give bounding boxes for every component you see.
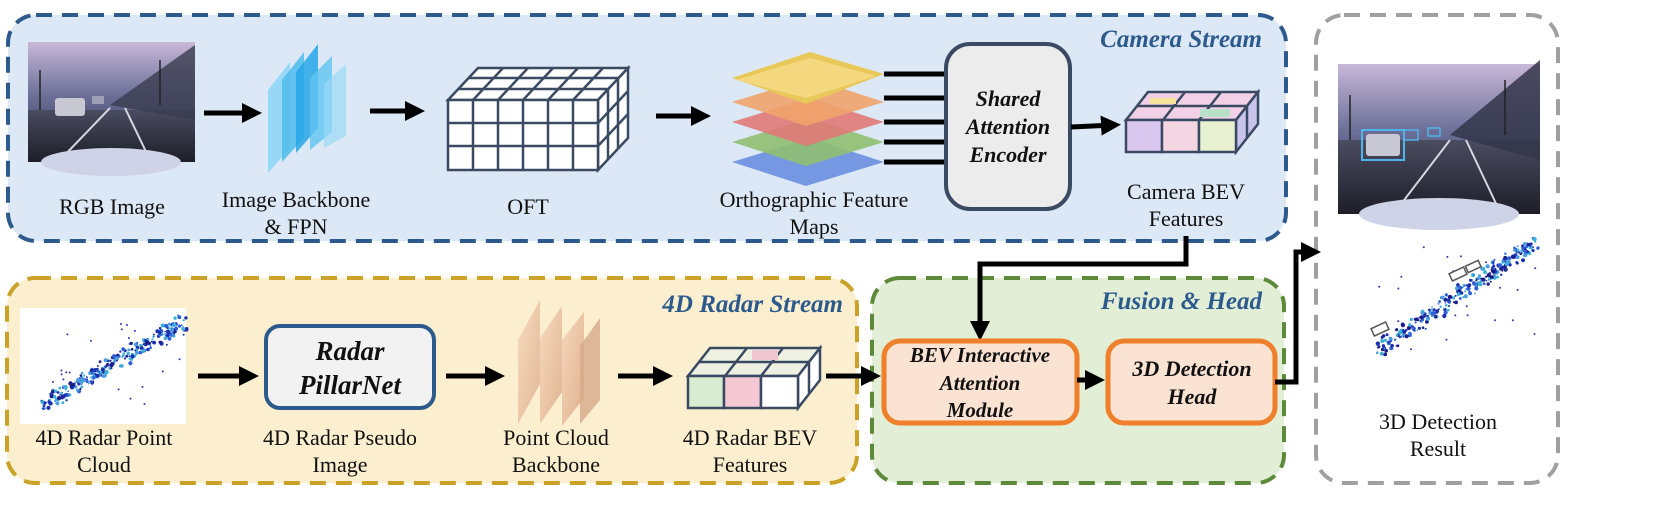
radar-pillarnet-line-2: PillarNet [298, 370, 402, 400]
radar-pillarnet-line-1: Radar [314, 336, 385, 366]
radar-bev-label-1: 4D Radar BEV [683, 425, 818, 450]
map-connectors [884, 71, 946, 165]
pc-backbone-label-1: Point Cloud [503, 425, 609, 450]
bev-interactive-line-2: Attention [938, 371, 1021, 395]
arrow-head-to-result [1275, 242, 1322, 385]
bev-feature-grid-icon [1123, 88, 1261, 156]
camera-bev-label-1: Camera BEV [1127, 179, 1245, 204]
camera-bev-label-2: Features [1149, 206, 1224, 231]
radar-pillarnet-box [264, 324, 436, 410]
pc-backbone-label-2: Backbone [512, 452, 600, 477]
rgb-image-label: RGB Image [59, 194, 165, 219]
detection-head-line-1: 3D Detection [1131, 356, 1251, 381]
road-photo-icon [28, 42, 195, 176]
point-cloud-backbone-icon [518, 300, 600, 426]
shared-encoder-box [944, 42, 1072, 211]
bev-interactive-line-1: BEV Interactive [909, 343, 1050, 367]
result-label-2: Result [1410, 436, 1466, 461]
shared-encoder-line-3: Encoder [969, 142, 1047, 167]
result-point-cloud-icon [1370, 236, 1540, 357]
layered-feature-maps-icon [732, 52, 884, 186]
point-cloud-scatter-icon [20, 308, 189, 424]
detection-head-box [1105, 338, 1278, 426]
detection-head-line-2: Head [1167, 384, 1218, 409]
arrow-encoder-to-camera-bev [1070, 115, 1121, 136]
voxel-grid-icon [445, 64, 631, 174]
result-label-1: 3D Detection [1379, 409, 1497, 434]
image-backbone-label-1: Image Backbone [222, 187, 370, 212]
radar-point-cloud-label-1: 4D Radar Point [36, 425, 173, 450]
radar-stream-title: 4D Radar Stream [661, 291, 843, 318]
ortho-maps-label-2: Maps [790, 214, 839, 239]
feature-pyramid-icon [268, 44, 346, 173]
radar-bev-grid-icon [685, 344, 823, 412]
radar-bev-label-2: Features [713, 452, 788, 477]
radar-pseudo-label-1: 4D Radar Pseudo [263, 425, 417, 450]
shared-encoder-line-1: Shared [976, 86, 1042, 111]
bev-interactive-line-3: Module [946, 398, 1014, 422]
radar-point-cloud-label-2: Cloud [77, 452, 131, 477]
arrow-camera-bev-to-fusion [970, 236, 1189, 342]
oft-label: OFT [507, 194, 549, 219]
camera-stream-title: Camera Stream [1100, 26, 1262, 53]
shared-encoder-line-2: Attention [964, 114, 1050, 139]
fusion-title: Fusion & Head [1100, 288, 1263, 315]
ortho-maps-label-1: Orthographic Feature [720, 187, 909, 212]
image-backbone-label-2: & FPN [265, 214, 328, 239]
radar-pseudo-label-2: Image [313, 452, 368, 477]
detection-photo-icon [1338, 60, 1540, 230]
